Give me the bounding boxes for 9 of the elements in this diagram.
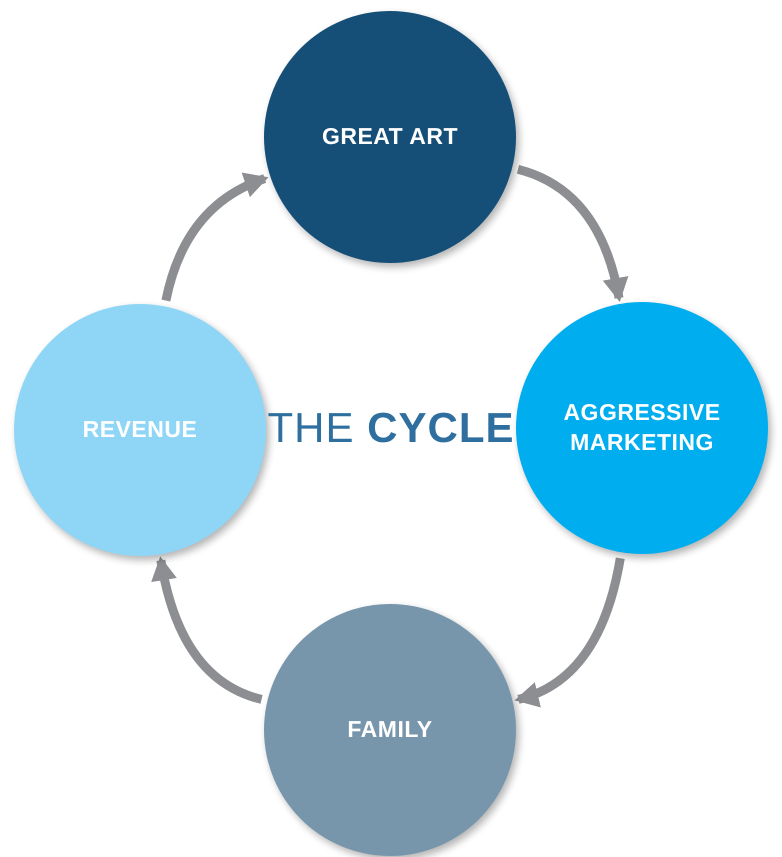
node-label: AGGRESSIVE MARKETING (562, 398, 722, 457)
arrow (516, 165, 628, 302)
arrow (162, 174, 268, 302)
node-label: GREAT ART (322, 122, 458, 152)
arrow (152, 556, 263, 704)
node-label: REVENUE (82, 415, 198, 444)
arrow (514, 557, 625, 706)
diagram-title: THE CYCLE (266, 404, 516, 452)
node-label: FAMILY (347, 715, 433, 744)
